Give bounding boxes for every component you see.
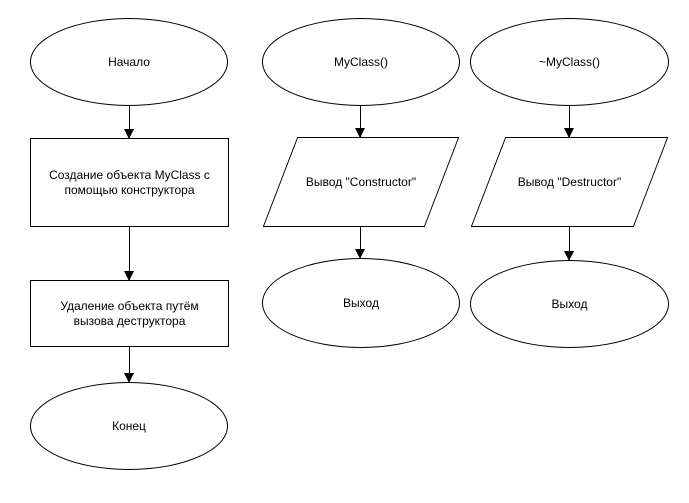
terminator-constructor-call: MyClass() bbox=[262, 18, 460, 106]
io-output-constructor: Вывод "Constructor" bbox=[262, 137, 460, 227]
arrow-constructor-to-output bbox=[355, 106, 365, 138]
arrow-destructor-to-output bbox=[564, 106, 574, 138]
arrow-delete-to-end bbox=[124, 347, 134, 383]
node-label: Вывод "Destructor" bbox=[517, 174, 622, 189]
node-label: Выход bbox=[343, 295, 379, 310]
arrow-output-to-exit-destructor bbox=[564, 227, 574, 261]
terminator-end: Конец bbox=[30, 382, 228, 470]
node-label: MyClass() bbox=[334, 54, 388, 69]
node-label: Вывод "Constructor" bbox=[305, 174, 417, 189]
node-label: Удаление объекта путём вызова деструктор… bbox=[60, 298, 199, 328]
arrow-output-to-exit-constructor bbox=[355, 227, 365, 259]
terminator-exit-constructor: Выход bbox=[262, 258, 460, 348]
arrow-start-to-create bbox=[124, 106, 134, 139]
terminator-start: Начало bbox=[30, 18, 228, 106]
terminator-destructor-call: ~MyClass() bbox=[470, 18, 669, 106]
node-label: Создание объекта MyClass с помощью конст… bbox=[49, 167, 210, 197]
node-label: ~MyClass() bbox=[538, 54, 600, 69]
node-label: Начало bbox=[108, 54, 150, 69]
process-delete-object: Удаление объекта путём вызова деструктор… bbox=[30, 280, 229, 347]
arrow-create-to-delete bbox=[124, 227, 134, 281]
terminator-exit-destructor: Выход bbox=[470, 260, 669, 348]
node-label: Выход bbox=[551, 296, 588, 311]
io-output-destructor: Вывод "Destructor" bbox=[470, 137, 669, 227]
node-label: Конец bbox=[112, 418, 146, 433]
process-create-object: Создание объекта MyClass с помощью конст… bbox=[30, 138, 229, 227]
